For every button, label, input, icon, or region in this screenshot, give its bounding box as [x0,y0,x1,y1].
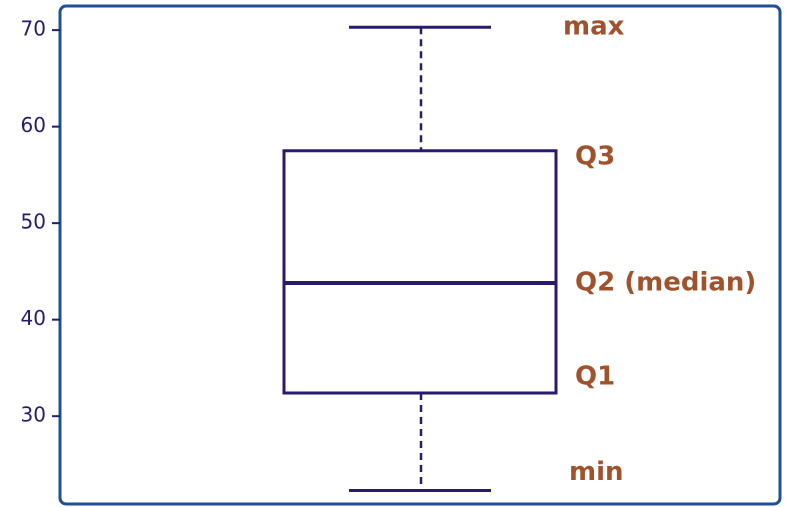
y-tick-label: 30 [21,403,46,427]
max-label: max [563,12,625,42]
y-tick-label: 40 [21,306,46,330]
y-tick-label: 60 [21,113,46,137]
q1-label: Q1 [575,362,615,392]
min-label: min [569,457,624,487]
y-tick-label: 50 [21,210,46,234]
q3-label: Q3 [575,141,615,171]
interquartile-box [282,149,558,395]
plot-frame [58,4,782,506]
y-tick-label: 70 [21,17,46,41]
median-label: Q2 (median) [575,267,756,297]
box-plot [282,25,558,492]
y-axis-ticks: 30 40 50 60 70 [21,17,60,427]
